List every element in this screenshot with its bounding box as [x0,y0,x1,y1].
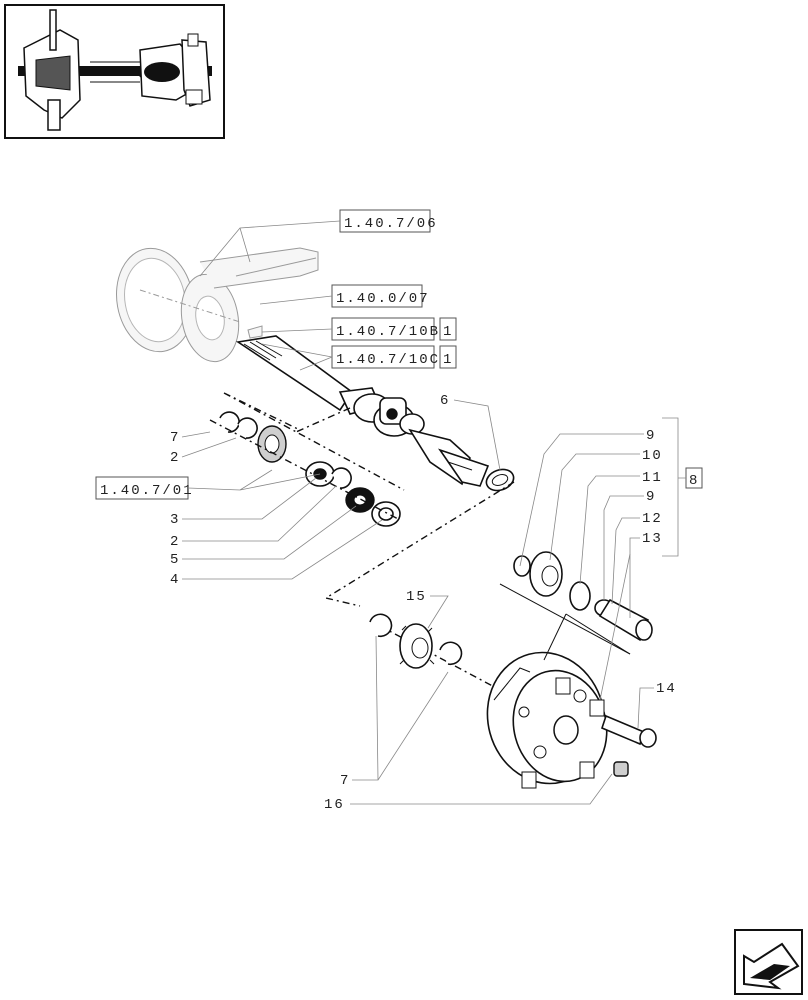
svg-text:1: 1 [443,324,453,340]
left-bearing-group [219,411,401,527]
planet-gear-15 [369,613,463,669]
callout-6: 6 [440,393,450,409]
axle-assembly-thumbnail [4,4,225,139]
leader-ref-3 [261,328,333,333]
ref-box-1-40-7-10c[interactable]: 1.40.7/10C 1 [331,345,457,369]
ref-box-1-40-7-10b[interactable]: 1.40.7/10B 1 [331,317,457,341]
leader-6 [453,399,501,471]
callout-3: 3 [170,512,180,528]
leader-7-left [181,431,211,438]
group-8-bracket [662,417,686,557]
leader-ref-4 [261,343,333,371]
leader-11 [579,475,640,585]
leader-13 [629,537,640,618]
svg-text:1.40.7/01: 1.40.7/01 [100,483,194,499]
assembly-line-planet [379,625,501,691]
group-box-8[interactable]: 8 [685,467,703,489]
next-page-arrow-icon[interactable] [734,929,803,995]
leader-12 [611,517,640,605]
plug-16 [613,761,629,777]
callout-10: 10 [642,448,663,464]
svg-text:1.40.0/07: 1.40.0/07 [336,291,430,307]
callout-9-lower: 9 [646,489,656,505]
leader-5 [182,505,357,560]
callout-13: 13 [642,531,663,547]
leader-14 [637,687,654,729]
leader-16 [350,773,613,805]
ref-box-1-40-7-06[interactable]: 1.40.7/06 [339,209,438,233]
svg-text:1.40.7/06: 1.40.7/06 [344,216,438,232]
svg-text:1.40.7/10B: 1.40.7/10B [336,324,440,340]
leader-9-lower [603,495,644,600]
callout-12: 12 [642,511,663,527]
assembly-line-upper [223,392,405,491]
callout-16: 16 [324,797,345,813]
half-shaft [235,335,490,487]
callout-4: 4 [170,572,180,588]
leader-ref-1 [199,220,341,277]
seal-6 [485,468,515,492]
callout-14: 14 [656,681,677,697]
svg-text:1.40.7/10C: 1.40.7/10C [336,352,440,368]
leader-group-to-carrier [599,553,631,701]
callout-11: 11 [642,470,663,486]
callout-7-lower: 7 [340,773,350,789]
assembly-line-lower [295,407,515,607]
leader-10 [549,453,640,561]
callout-9-upper: 9 [646,428,656,444]
leader-7-lower [352,635,449,781]
leader-ref-5 [187,469,321,491]
callout-7-left: 7 [170,430,180,446]
leader-2-upper [181,437,237,458]
leader-2-lower [182,485,337,542]
callout-2-upper: 2 [170,450,180,466]
screw-14 [601,714,657,748]
planet-carrier [486,651,608,789]
ref-box-1-40-7-01[interactable]: 1.40.7/01 [95,476,194,500]
leader-4 [182,519,383,580]
ghost-ring-gear [116,247,319,363]
leader-15 [427,595,449,629]
svg-text:1: 1 [443,352,453,368]
ref-box-1-40-0-07[interactable]: 1.40.0/07 [331,284,430,308]
callout-5: 5 [170,552,180,568]
satellite-gear-group [499,551,653,661]
svg-text:8: 8 [689,473,699,489]
callout-2-lower: 2 [170,534,180,550]
leader-ref-2 [259,295,333,305]
callout-15: 15 [406,589,427,605]
leader-9-upper [519,433,644,567]
assembly-line-axis [209,419,401,521]
leader-3 [182,477,317,520]
